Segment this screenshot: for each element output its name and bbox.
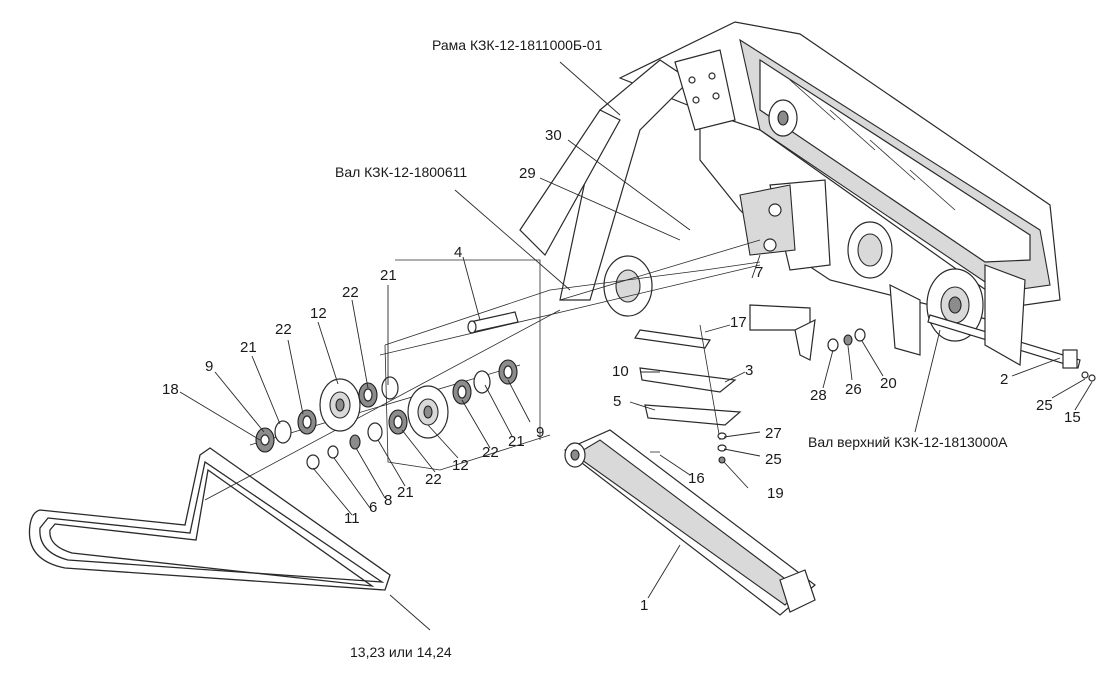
position-label: 27 [765,425,782,442]
position-label: 5 [613,393,622,410]
position-label: 26 [845,381,862,398]
exploded-parts [204,259,761,501]
position-label: 22 [482,444,499,461]
position-label: 1 [640,597,649,614]
position-label: 17 [730,314,747,331]
position-label: 22 [425,471,442,488]
position-label: 11 [344,510,360,527]
plates [634,304,811,441]
sprocket-upper [319,378,361,432]
callout-shaft: Вал КЗК-12-1800611 [335,164,468,180]
callout-belt: 13,23 или 14,24 [350,644,452,660]
position-label: 20 [880,375,897,392]
position-label: 22 [275,321,292,338]
callout-frame: Рама КЗК-12-1811000Б-01 [432,37,603,53]
position-label: 2 [1000,371,1009,388]
position-label: 29 [519,165,536,182]
frame [519,21,1081,369]
position-label: 9 [536,424,545,441]
position-label: 21 [240,339,257,356]
callout-upper-shaft: Вал верхний КЗК-12-1813000А [808,434,1008,450]
position-label: 21 [380,267,397,284]
fasteners [650,318,1096,464]
position-label: 18 [162,381,179,398]
position-label: 4 [454,244,463,261]
position-label: 6 [369,499,378,516]
position-label: 25 [765,451,782,468]
position-label: 7 [755,264,764,281]
position-label: 19 [767,485,784,502]
position-label: 22 [342,284,359,301]
position-label: 21 [508,433,525,450]
position-label: 9 [205,358,214,375]
position-label: 3 [745,362,754,379]
position-label: 15 [1064,409,1081,426]
tension-arm [563,429,816,616]
position-label: 30 [545,127,562,144]
position-label: 28 [810,387,827,404]
position-label: 21 [397,484,414,501]
v-belt [28,447,391,591]
position-label: 8 [384,492,393,509]
sprocket-lower [407,385,449,439]
position-label: 12 [310,305,327,322]
position-label: 25 [1036,397,1053,414]
position-label: 10 [612,363,629,380]
leader-lines [179,61,1093,631]
position-label: 16 [688,470,705,487]
position-label: 12 [452,457,469,474]
